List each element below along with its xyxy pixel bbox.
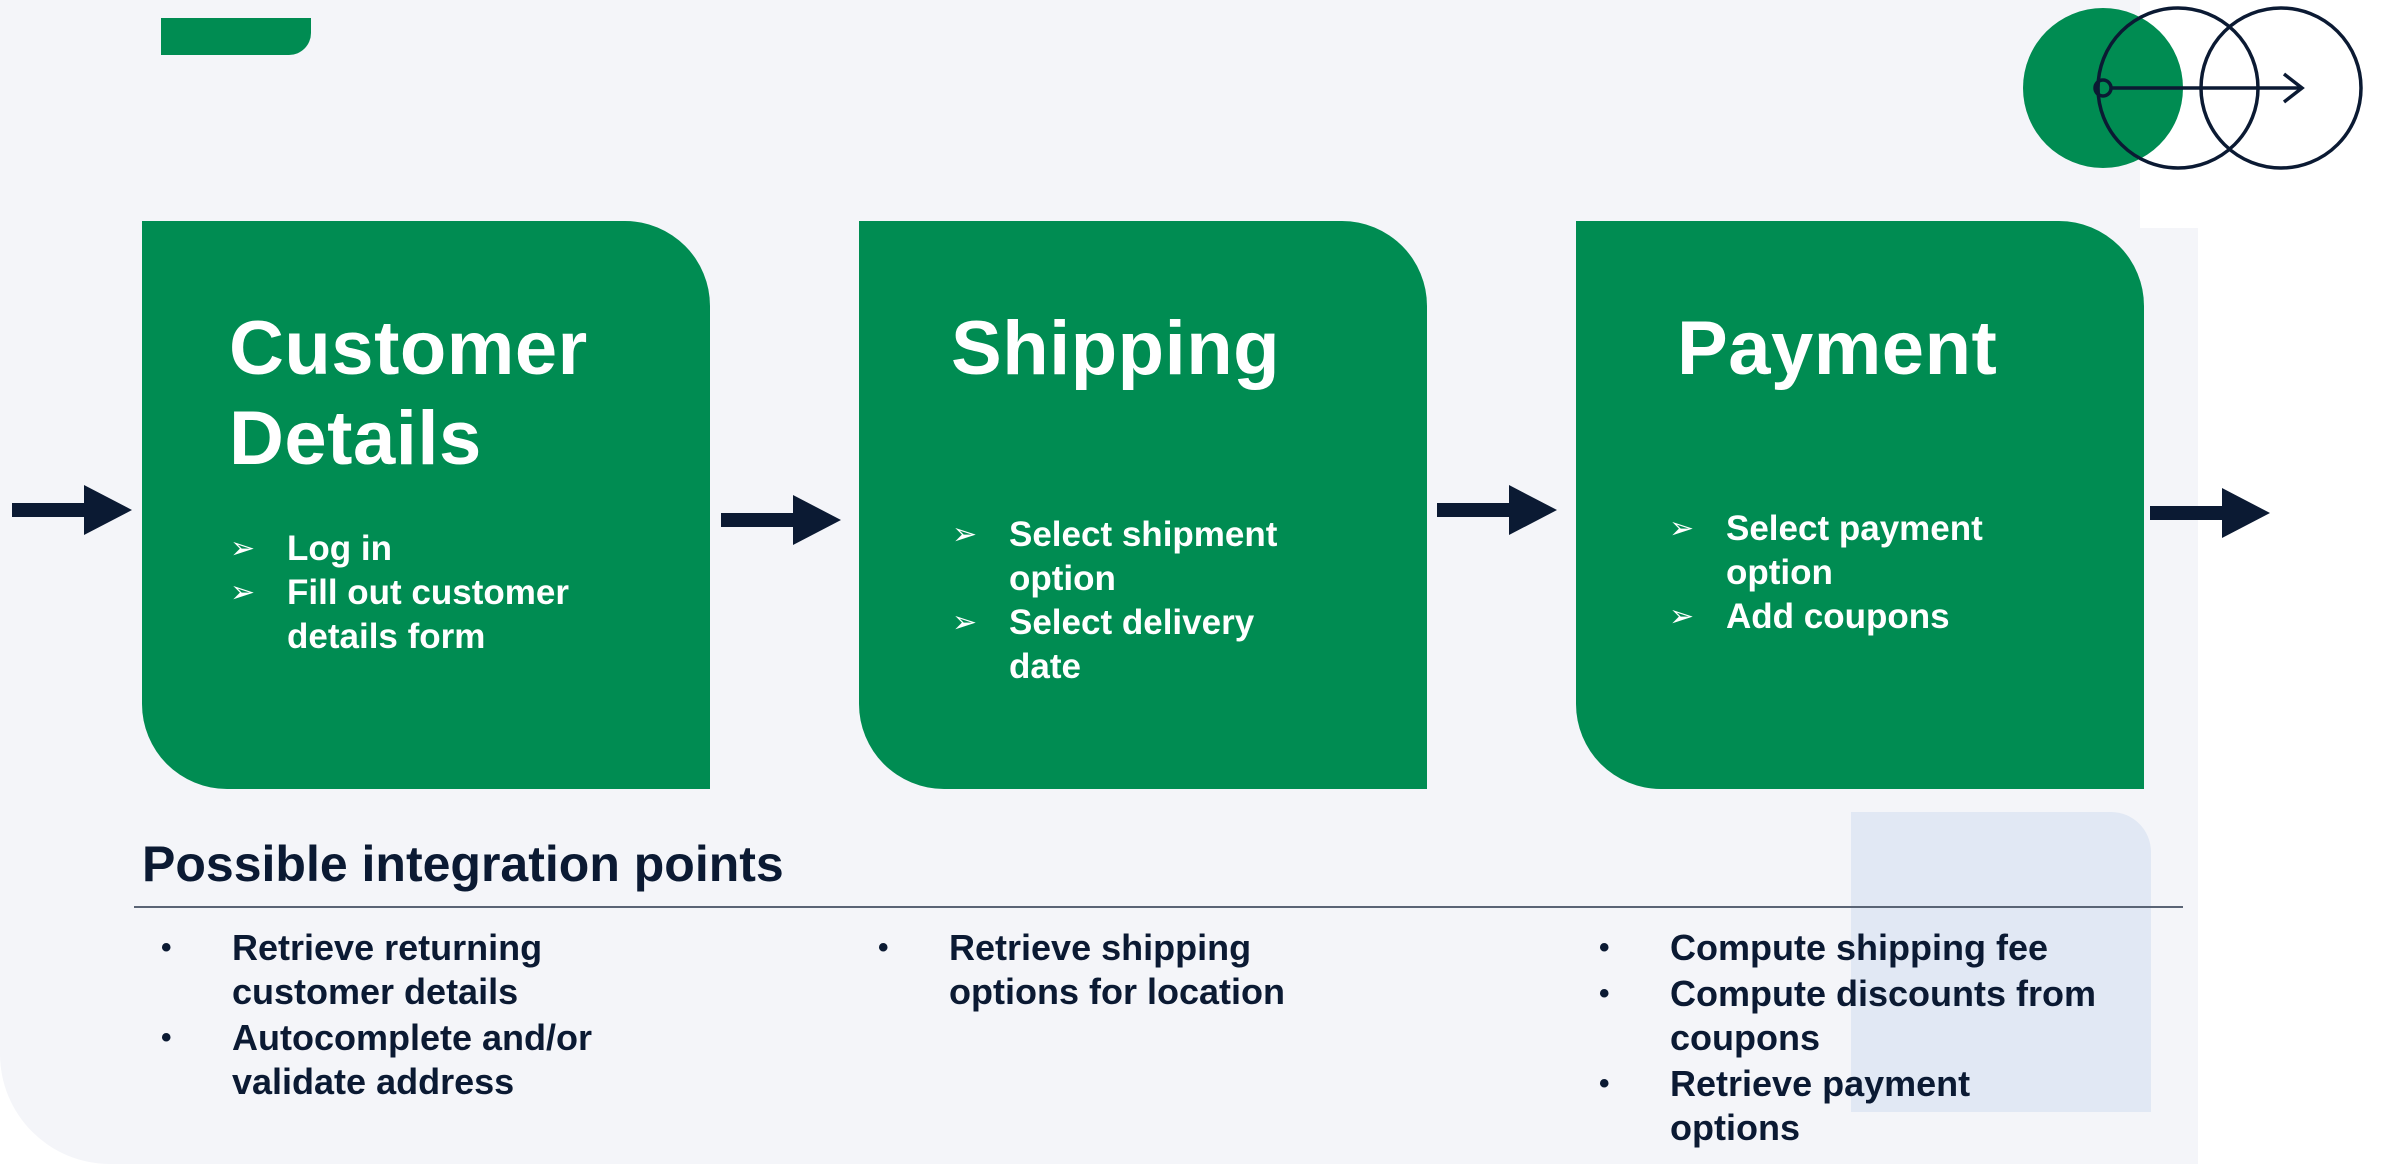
integration-section-title: Possible integration points xyxy=(142,836,784,892)
integration-item: • Retrieve shipping options for location xyxy=(878,926,1285,1014)
dot-bullet-icon: • xyxy=(161,931,172,964)
step-bullet: ➢ Select shipment option xyxy=(952,513,1277,601)
step-bullet: ➢ Select delivery date xyxy=(952,601,1277,689)
integration-item: • Autocomplete and/or validate address xyxy=(161,1016,592,1104)
step-card-shipping: Shipping ➢ Select shipment option ➢ Sele… xyxy=(859,221,1427,789)
step-bullet-list: ➢ Select payment option ➢ Add coupons xyxy=(1669,507,1983,639)
check-arrow-bullet-icon: ➢ xyxy=(1669,512,1695,545)
step-bullet: ➢ Select payment option xyxy=(1669,507,1983,595)
step-bullet-list: ➢ Log in ➢ Fill out customer details for… xyxy=(230,527,569,659)
step-title: Customer Details xyxy=(229,304,588,484)
step-bullet-list: ➢ Select shipment option ➢ Select delive… xyxy=(952,513,1277,689)
dot-bullet-icon: • xyxy=(1599,931,1610,964)
dot-bullet-icon: • xyxy=(1599,977,1610,1010)
step-bullet: ➢ Fill out customer details form xyxy=(230,571,569,659)
dot-bullet-icon: • xyxy=(878,931,889,964)
integration-item: • Compute discounts from coupons xyxy=(1599,972,2096,1060)
integration-list-shipping: • Retrieve shipping options for location xyxy=(878,926,1285,1016)
step-bullet: ➢ Log in xyxy=(230,527,569,571)
flow-arrow-icon xyxy=(2150,488,2270,538)
integration-item: • Retrieve returning customer details xyxy=(161,926,592,1014)
integration-item: • Retrieve payment options xyxy=(1599,1062,2096,1150)
flow-arrow-icon xyxy=(1437,485,1557,535)
step-title-line: Customer xyxy=(229,306,588,391)
step-title-line: Shipping xyxy=(951,306,1281,391)
bullet-line: option xyxy=(1009,559,1116,598)
bullet-line: Select payment xyxy=(1726,509,1983,548)
bullet-line: Add coupons xyxy=(1726,597,1950,636)
integration-line: options for location xyxy=(949,971,1285,1012)
integration-line: Retrieve returning xyxy=(232,927,543,968)
check-arrow-bullet-icon: ➢ xyxy=(230,532,256,565)
step-card-customer-details: Customer Details ➢ Log in ➢ Fill out cus… xyxy=(142,221,710,789)
step-title: Payment xyxy=(1677,304,1997,394)
dot-bullet-icon: • xyxy=(161,1021,172,1054)
integration-line: Compute discounts from xyxy=(1670,973,2097,1014)
bullet-line: details form xyxy=(287,617,486,656)
check-arrow-bullet-icon: ➢ xyxy=(230,576,256,609)
integration-line: validate address xyxy=(232,1061,515,1102)
integration-item: • Compute shipping fee xyxy=(1599,926,2096,970)
section-divider xyxy=(134,906,2183,908)
integration-list-customer: • Retrieve returning customer details • … xyxy=(161,926,592,1106)
bullet-line: option xyxy=(1726,553,1833,592)
check-arrow-bullet-icon: ➢ xyxy=(952,606,978,639)
top-accent-tab xyxy=(161,18,311,55)
circles-arrow-logo-icon xyxy=(2023,6,2363,170)
integration-line: customer details xyxy=(232,971,519,1012)
step-card-payment: Payment ➢ Select payment option ➢ Add co… xyxy=(1576,221,2144,789)
step-title-line: Payment xyxy=(1677,306,1998,391)
bullet-line: Fill out customer xyxy=(287,573,569,612)
integration-line: Autocomplete and/or xyxy=(232,1017,593,1058)
check-arrow-bullet-icon: ➢ xyxy=(1669,600,1695,633)
integration-line: Retrieve shipping xyxy=(949,927,1252,968)
bullet-line: Select shipment xyxy=(1009,515,1278,554)
flow-arrow-icon xyxy=(721,495,841,545)
integration-line: coupons xyxy=(1670,1017,1820,1058)
bullet-line: date xyxy=(1009,647,1081,686)
bullet-line: Select delivery xyxy=(1009,603,1255,642)
step-bullet: ➢ Add coupons xyxy=(1669,595,1983,639)
bullet-line: Log in xyxy=(287,529,392,568)
flow-arrow-icon xyxy=(12,485,132,535)
integration-line: Compute shipping fee xyxy=(1670,927,2048,968)
check-arrow-bullet-icon: ➢ xyxy=(952,518,978,551)
integration-line: options xyxy=(1670,1107,1800,1148)
step-title: Shipping xyxy=(951,304,1280,394)
highlight-panel xyxy=(1851,812,2151,1112)
dot-bullet-icon: • xyxy=(1599,1067,1610,1100)
integration-list-payment: • Compute shipping fee • Compute discoun… xyxy=(1599,926,2096,1152)
step-title-line: Details xyxy=(229,396,482,481)
integration-line: Retrieve payment xyxy=(1670,1063,1971,1104)
